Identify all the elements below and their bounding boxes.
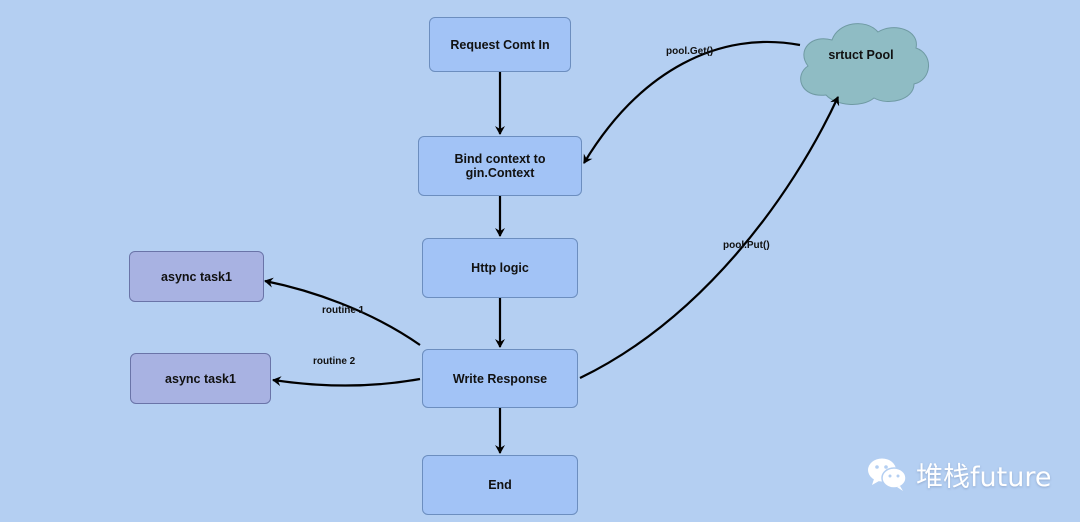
node-http-logic-label: Http logic	[471, 261, 529, 275]
node-async-task-1: async task1	[129, 251, 264, 302]
arrow-routine-2	[272, 376, 421, 387]
node-async-task-2-label: async task1	[165, 371, 236, 386]
edge-label-pool-get: pool.Get()	[666, 46, 714, 57]
edge-label-routine-1: routine 1	[322, 305, 365, 316]
arrow-pool-put	[579, 96, 840, 379]
watermark: 堆栈future	[866, 452, 1051, 496]
node-request-label: Request Comt In	[450, 37, 550, 52]
wechat-icon	[868, 458, 907, 491]
watermark-text: 堆栈future	[916, 461, 1052, 493]
node-bind-context-label: Bind context to gin.Context	[454, 152, 546, 180]
arrow-routine-1	[264, 277, 421, 346]
node-write-response-label: Write Response	[452, 371, 548, 386]
node-http-logic: Http logic	[422, 238, 578, 298]
node-end: End	[422, 455, 578, 515]
node-request: Request Comt In	[429, 17, 571, 72]
edge-label-routine-2: routine 2	[313, 356, 356, 367]
pool-cloud	[800, 23, 929, 105]
pool-cloud-label: srtuct Pool	[828, 48, 894, 62]
node-write-response: Write Response	[422, 349, 578, 408]
edge-label-pool-put: pool.Put()	[723, 240, 770, 251]
arrow-pool-get	[583, 40, 801, 164]
node-async-task-1-label: async task1	[161, 269, 232, 284]
node-bind-context: Bind context to gin.Context	[418, 136, 582, 196]
node-end-label: End	[488, 478, 512, 492]
node-async-task-2: async task1	[130, 353, 271, 404]
